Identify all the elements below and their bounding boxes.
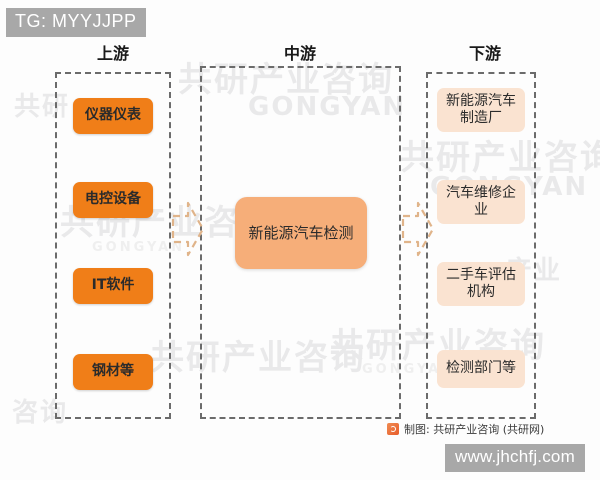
node-upstream-control-equipment[interactable]: 电控设备 xyxy=(73,182,153,218)
column-header-upstream: 上游 xyxy=(96,44,129,63)
node-midstream-nev-testing[interactable]: 新能源汽车检测 xyxy=(235,197,367,269)
tg-tag: TG: MYYJJPP xyxy=(6,8,146,37)
column-header-midstream: 中游 xyxy=(283,44,316,63)
group-frame-downstream xyxy=(426,72,536,419)
node-downstream-nev-manufacturer[interactable]: 新能源汽车制造厂 xyxy=(437,88,525,132)
group-frame-upstream xyxy=(55,72,171,419)
gongyan-logo-icon xyxy=(387,423,399,435)
arrow-upstream-to-midstream-icon xyxy=(171,201,205,257)
node-downstream-used-car-appraisal[interactable]: 二手车评估机构 xyxy=(437,262,525,306)
node-upstream-it-software[interactable]: IT软件 xyxy=(73,268,153,304)
footer-credit-text: 制图: 共研产业咨询 (共研网) xyxy=(404,423,545,436)
node-downstream-repair-enterprise[interactable]: 汽车维修企业 xyxy=(437,180,525,224)
column-header-downstream: 下游 xyxy=(468,44,501,63)
arrow-midstream-to-downstream-icon xyxy=(401,201,435,257)
node-upstream-steel[interactable]: 钢材等 xyxy=(73,354,153,390)
url-watermark: www.jhchfj.com xyxy=(445,444,585,472)
footer-credit: 制图: 共研产业咨询 (共研网) xyxy=(387,421,544,437)
node-downstream-inspection-department[interactable]: 检测部门等 xyxy=(437,350,525,388)
node-upstream-instruments[interactable]: 仪器仪表 xyxy=(73,98,153,134)
group-frame-midstream xyxy=(200,66,401,419)
